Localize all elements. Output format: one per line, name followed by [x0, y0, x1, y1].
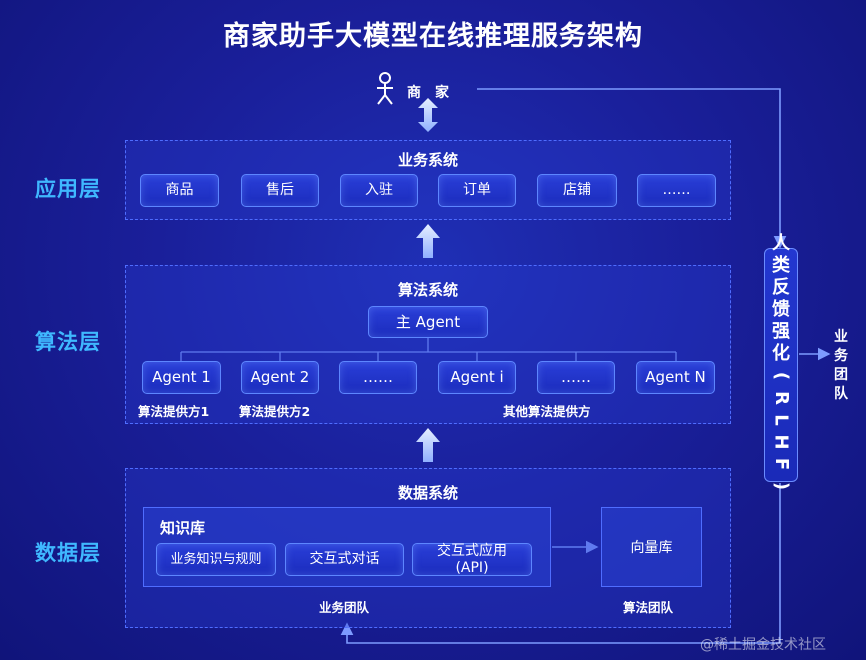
kb-item-app-api[interactable]: 交互式应用 (API)	[412, 543, 532, 576]
provider-label-1: 算法提供方1	[138, 404, 210, 419]
vector-db-box[interactable]: 向量库	[601, 507, 702, 587]
business-item-store[interactable]: 店铺	[537, 174, 617, 207]
business-team-vertical-label: 业 务 团 队	[834, 329, 848, 402]
provider-label-2: 算法提供方2	[239, 404, 311, 419]
business-item-settle[interactable]: 入驻	[340, 174, 418, 207]
rlhf-to-data-line	[340, 483, 781, 644]
agent-ellipsis-2-box[interactable]: ……	[537, 361, 615, 394]
kb-item-rules[interactable]: 业务知识与规则	[156, 543, 276, 576]
team-algo-label: 算法团队	[623, 600, 674, 615]
layer-label-data: 数据层	[35, 541, 101, 565]
agent-i-box[interactable]: Agent i	[438, 361, 516, 394]
main-agent-box[interactable]: 主 Agent	[368, 306, 488, 338]
business-item-aftersale[interactable]: 售后	[241, 174, 319, 207]
watermark: @稀土掘金技术社区	[700, 637, 826, 653]
agent-tree-lines	[180, 338, 677, 361]
data-system-title: 数据系统	[397, 484, 458, 502]
business-item-goods[interactable]: 商品	[140, 174, 219, 207]
agent-1-box[interactable]: Agent 1	[142, 361, 221, 394]
data-to-algo-arrow	[416, 428, 440, 462]
agent-2-box[interactable]: Agent 2	[241, 361, 319, 394]
merchant-label: 商 家	[407, 85, 449, 101]
algorithm-system-title: 算法系统	[397, 281, 458, 299]
provider-label-other: 其他算法提供方	[503, 404, 591, 419]
knowledge-base-title: 知识库	[160, 519, 206, 537]
kb-item-dialogue[interactable]: 交互式对话	[285, 543, 404, 576]
merchant-person-icon	[377, 72, 393, 105]
rlhf-box[interactable]: 人 类 反 馈 强 化 ( R L H F )	[764, 233, 798, 490]
layer-label-algo: 算法层	[35, 330, 101, 354]
merchant-to-rlhf-line	[477, 88, 787, 249]
merchant-business-arrow	[418, 98, 438, 132]
layer-label-app: 应用层	[35, 177, 101, 201]
agent-ellipsis-1-box[interactable]: ……	[339, 361, 417, 394]
page-title: 商家助手大模型在线推理服务架构	[223, 21, 643, 52]
business-item-order[interactable]: 订单	[438, 174, 516, 207]
team-business-label: 业务团队	[319, 600, 370, 615]
agent-n-box[interactable]: Agent N	[636, 361, 715, 394]
business-system-section: 业务系统 商品 售后 入驻 订单 店铺 ……	[125, 140, 731, 220]
business-item-more[interactable]: ……	[637, 174, 716, 207]
algo-to-app-arrow	[416, 224, 440, 258]
algorithm-system-section: 算法系统	[125, 265, 731, 424]
business-system-title: 业务系统	[397, 151, 458, 169]
